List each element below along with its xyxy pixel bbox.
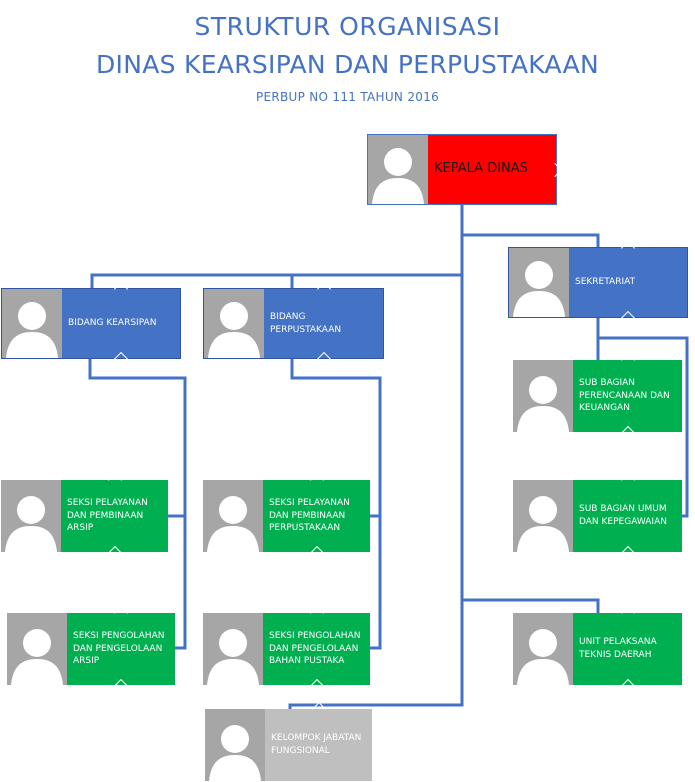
- person-placeholder-icon: [203, 480, 263, 552]
- node-seksi-pelayanan-arsip: SEKSI PELAYANAN DAN PEMBINAAN ARSIP: [1, 472, 168, 561]
- person-placeholder-icon: [368, 135, 428, 204]
- node-bidang-kearsipan: BIDANG KEARSIPAN: [1, 281, 181, 367]
- node-upt-daerah: UNIT PELAKSANA TEKNIS DAERAH: [513, 605, 682, 694]
- node-label: UNIT PELAKSANA TEKNIS DAERAH: [573, 605, 682, 694]
- node-bidang-perpustakaan: BIDANG PERPUSTAKAAN: [203, 281, 384, 367]
- node-label: KEPALA DINAS: [428, 135, 563, 204]
- node-label: SEKRETARIAT: [569, 240, 687, 326]
- node-label: SEKSI PENGOLAHAN DAN PENGELOLAAN ARSIP: [67, 605, 175, 694]
- person-placeholder-icon: [203, 613, 263, 685]
- node-seksi-pengolahan-arsip: SEKSI PENGOLAHAN DAN PENGELOLAAN ARSIP: [7, 605, 175, 694]
- node-label: BIDANG PERPUSTAKAAN: [264, 281, 383, 367]
- connector-uptd: [462, 598, 600, 613]
- connector-trunk: [288, 205, 464, 710]
- node-label: SUB BAGIAN PERENCANAAN DAN KEUANGAN: [573, 352, 682, 441]
- node-label: SEKSI PELAYANAN DAN PEMBINAAN ARSIP: [61, 472, 168, 561]
- node-subbag-umum: SUB BAGIAN UMUM DAN KEPEGAWAIAN: [513, 472, 682, 561]
- node-sekretariat: SEKRETARIAT: [508, 240, 688, 326]
- node-seksi-pelayanan-perpustakaan: SEKSI PELAYANAN DAN PEMBINAAN PERPUSTAKA…: [203, 472, 370, 561]
- person-placeholder-icon: [509, 248, 569, 317]
- connector-bidang-perpustakaan-seksi: [290, 358, 382, 650]
- chart-subtitle: PERBUP NO 111 TAHUN 2016: [255, 90, 440, 104]
- node-label: KELOMPOK JABATAN FUNGSIONAL: [265, 701, 372, 781]
- person-placeholder-icon: [513, 360, 573, 432]
- person-placeholder-icon: [513, 613, 573, 685]
- connector-bidang-kearsipan-seksi: [88, 358, 187, 650]
- node-label: SEKSI PELAYANAN DAN PEMBINAAN PERPUSTAKA…: [263, 472, 370, 561]
- chart-title-line-2: DINAS KEARSIPAN DAN PERPUSTAKAAN: [95, 50, 599, 79]
- connector-kepala-sekretariat: [462, 233, 600, 248]
- node-label: SUB BAGIAN UMUM DAN KEPEGAWAIAN: [573, 472, 682, 561]
- node-label: SEKSI PENGOLAHAN DAN PENGELOLAAN BAHAN P…: [263, 605, 370, 694]
- person-placeholder-icon: [7, 613, 67, 685]
- person-placeholder-icon: [204, 289, 264, 358]
- person-placeholder-icon: [513, 480, 573, 552]
- node-kepala-dinas: KEPALA DINAS: [367, 134, 563, 205]
- chart-title: STRUKTUR ORGANISASI: [194, 12, 501, 41]
- node-kelompok-fungsional: KELOMPOK JABATAN FUNGSIONAL: [205, 701, 372, 781]
- node-label: BIDANG KEARSIPAN: [62, 281, 180, 367]
- person-placeholder-icon: [205, 709, 265, 781]
- connector-kepala-bidang: [90, 273, 462, 288]
- person-placeholder-icon: [2, 289, 62, 358]
- node-subbag-perencanaan: SUB BAGIAN PERENCANAAN DAN KEUANGAN: [513, 352, 682, 441]
- node-seksi-pengolahan-perpustakaan: SEKSI PENGOLAHAN DAN PENGELOLAAN BAHAN P…: [203, 605, 370, 694]
- connector-sekretariat-subbag: [596, 318, 689, 518]
- person-placeholder-icon: [1, 480, 61, 552]
